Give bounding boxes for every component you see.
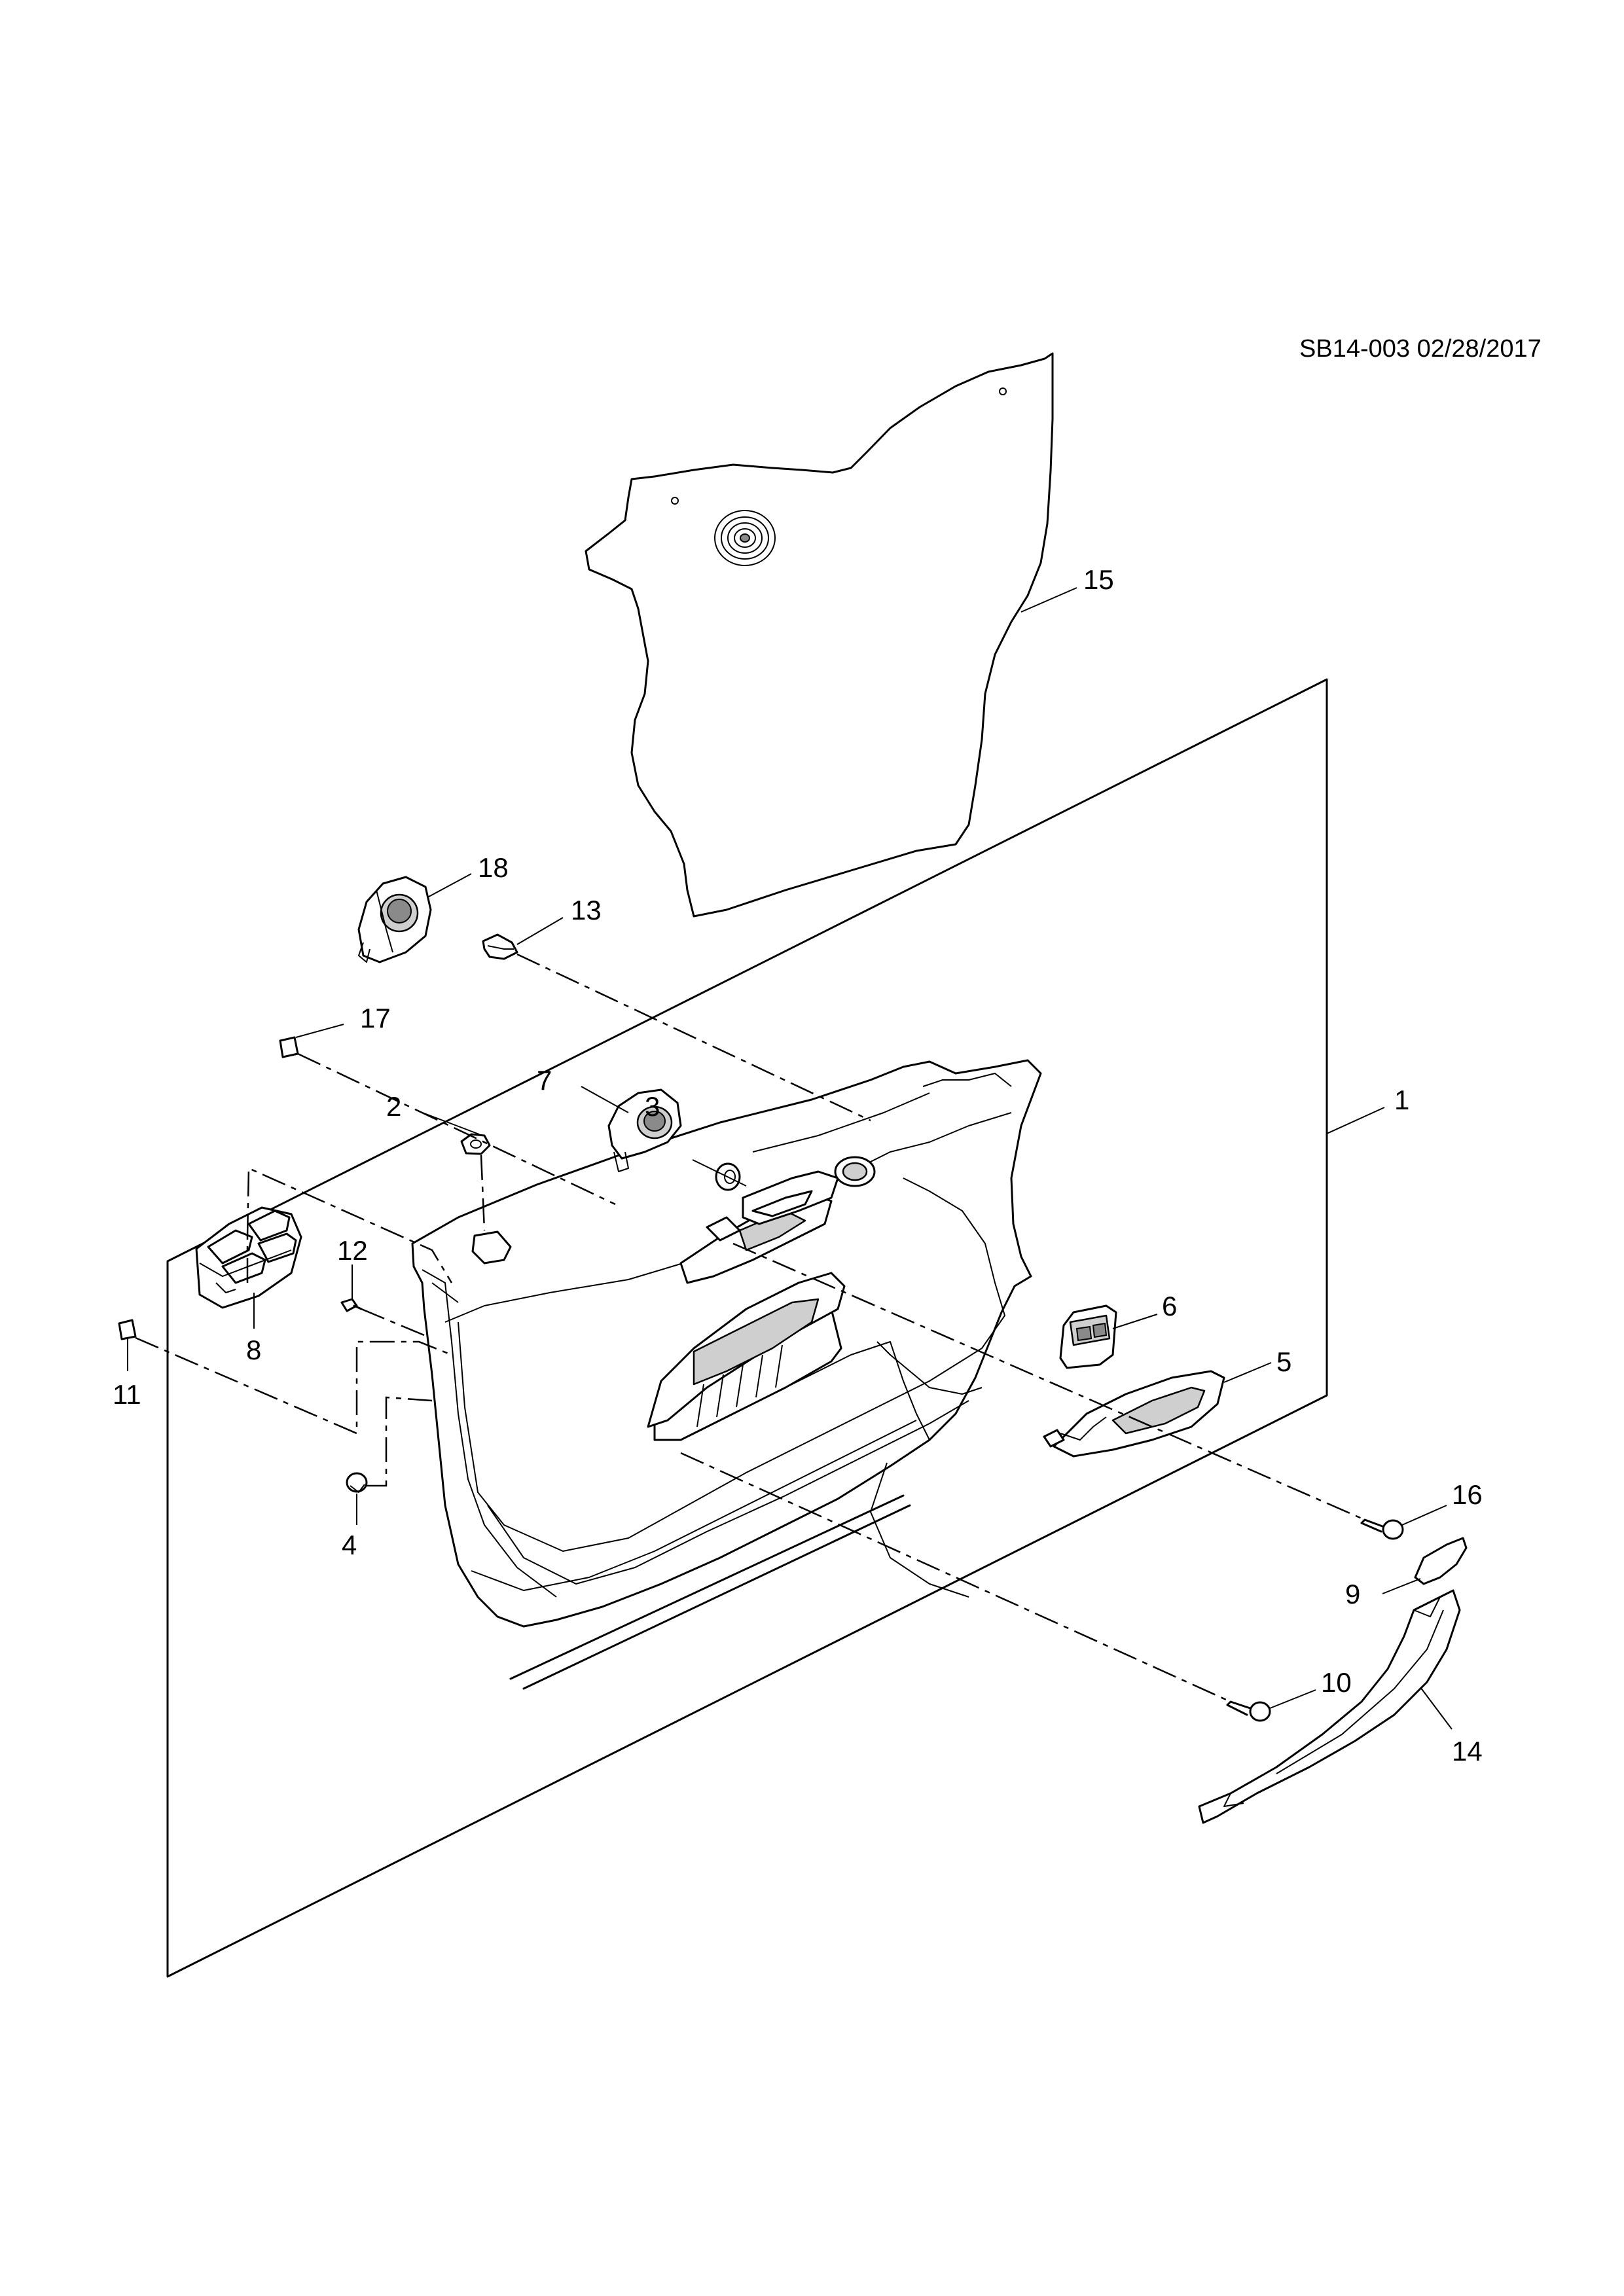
part-12-screw[interactable] [340, 1298, 363, 1312]
callout-1: 1 [1394, 1085, 1409, 1115]
leader-lines [127, 587, 1453, 1730]
part-17-clip[interactable] [279, 1036, 299, 1058]
callout-2: 2 [386, 1091, 401, 1122]
assembly-frame [166, 678, 1328, 1978]
part-2-retainer[interactable] [460, 1133, 491, 1155]
part-9-trim-cover[interactable] [1414, 1537, 1468, 1585]
callout-4: 4 [342, 1530, 357, 1560]
callout-9: 9 [1345, 1579, 1360, 1609]
callout-11: 11 [113, 1379, 141, 1410]
part-13-clip[interactable] [482, 933, 518, 960]
callout-18: 18 [478, 852, 509, 883]
part-14-lower-trim-strip[interactable] [1198, 1589, 1461, 1824]
callout-6: 6 [1162, 1291, 1177, 1321]
reference-code: SB14-003 02/28/2017 [1299, 335, 1542, 363]
part-15-water-deflector[interactable] [585, 352, 1054, 918]
callout-14: 14 [1452, 1736, 1483, 1767]
callout-3: 3 [645, 1091, 660, 1122]
callout-17: 17 [360, 1003, 391, 1033]
part-16-screw[interactable] [1360, 1518, 1404, 1540]
part-4-screw[interactable] [346, 1472, 368, 1493]
part-8-window-switch[interactable] [195, 1206, 302, 1309]
part-10-screw[interactable] [1226, 1700, 1271, 1722]
callout-12: 12 [337, 1235, 368, 1266]
part-7-mirror-switch[interactable] [607, 1088, 682, 1172]
part-5-handle-bezel[interactable] [1043, 1370, 1225, 1458]
callout-5: 5 [1276, 1346, 1291, 1377]
part-6-switch[interactable] [1059, 1304, 1117, 1369]
assembly-dash-lines [135, 953, 1365, 1703]
callout-8: 8 [246, 1335, 261, 1365]
part-11-clip[interactable] [118, 1319, 137, 1340]
callout-16: 16 [1452, 1479, 1483, 1510]
part-1-door-trim-panel[interactable] [411, 1059, 1042, 1690]
callout-13: 13 [571, 895, 602, 925]
part-18-mirror-switch[interactable] [357, 876, 432, 963]
callout-15: 15 [1083, 564, 1114, 595]
callout-10: 10 [1321, 1667, 1352, 1698]
callout-labels: 1 2 3 4 5 6 7 8 9 10 11 12 13 14 15 16 1… [113, 564, 1483, 1767]
armrest-switch-grid [696, 1344, 783, 1427]
callout-7: 7 [537, 1065, 552, 1096]
